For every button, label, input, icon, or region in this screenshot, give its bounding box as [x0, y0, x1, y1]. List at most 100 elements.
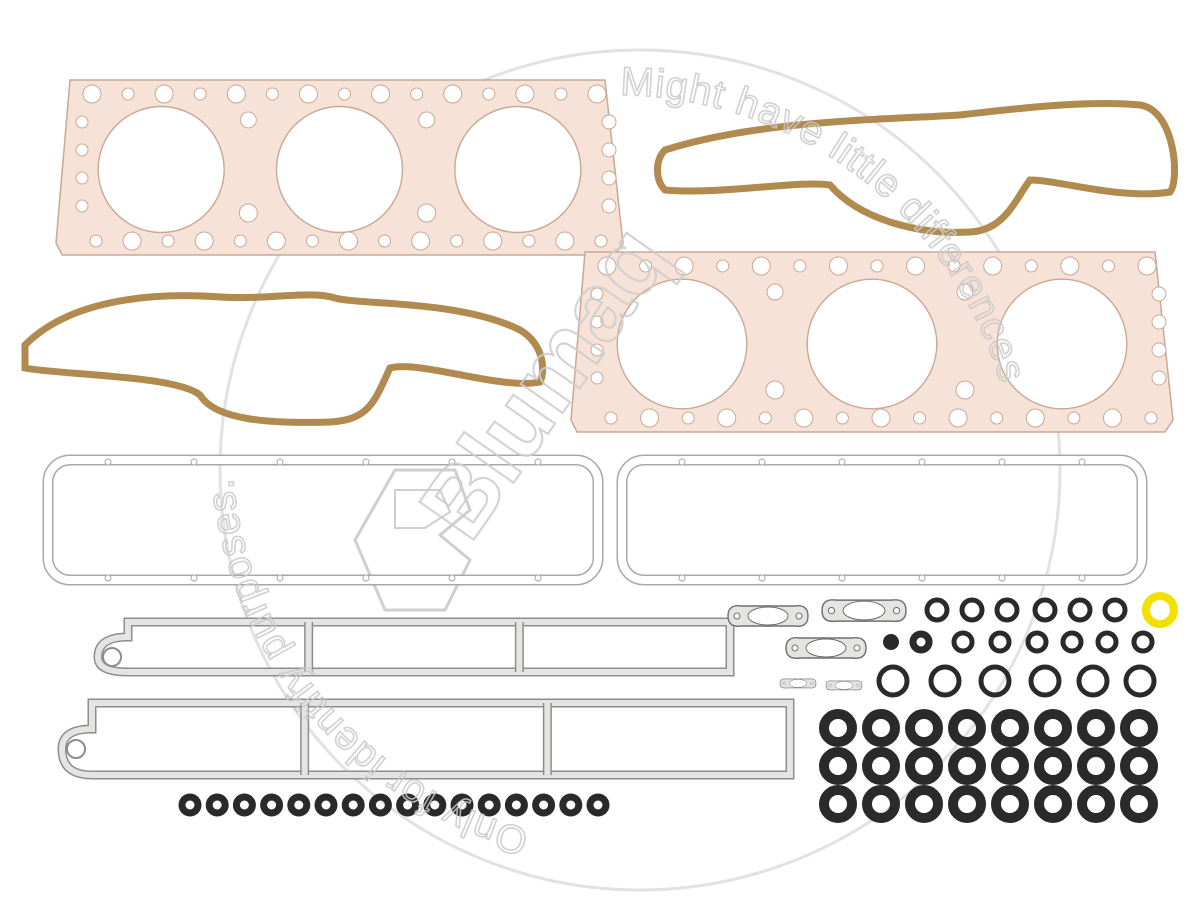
gasket-hole	[122, 231, 142, 251]
gasket-hole	[554, 87, 568, 101]
manifold-frame	[93, 617, 735, 677]
gasket-hole	[75, 143, 89, 157]
gasket-hole	[587, 84, 607, 104]
gasket-hole	[238, 203, 258, 223]
cylinder-bore	[616, 278, 748, 410]
bolt-hole	[1078, 458, 1086, 466]
gasket-hole	[716, 259, 730, 273]
small-grommet	[477, 793, 501, 817]
gasket-hole	[601, 142, 617, 158]
o-ring	[928, 664, 962, 698]
bolt-hole	[918, 458, 926, 466]
gasket-hole	[947, 259, 961, 273]
grommet	[905, 709, 943, 747]
gasket-hole	[417, 203, 437, 223]
bolt-hole	[678, 574, 686, 582]
bolt-hole	[838, 574, 846, 582]
gasket-hole	[674, 256, 694, 276]
gasket-hole	[75, 115, 89, 129]
gasket-hole	[482, 87, 496, 101]
flange-bore	[788, 679, 808, 688]
gasket-hole	[82, 84, 102, 104]
grommet	[862, 747, 900, 785]
o-ring	[951, 630, 975, 654]
o-ring	[1131, 630, 1155, 654]
rocker-cover-gasket-right	[616, 454, 1148, 586]
cylinder-head-gasket-right	[570, 251, 1174, 433]
o-ring	[1123, 664, 1157, 698]
gasket-hole	[193, 87, 207, 101]
cork-gasket-left	[21, 291, 547, 426]
gasket-hole	[555, 231, 575, 251]
bolt-hole	[362, 574, 370, 582]
gasket-hole	[948, 408, 968, 428]
gasket-hole	[75, 171, 89, 185]
manifold-frame	[57, 698, 795, 780]
watermark-logo-icon	[353, 468, 472, 612]
bolt-hole	[1078, 574, 1086, 582]
bolt-hole	[998, 458, 1006, 466]
small-grommet	[205, 793, 229, 817]
gasket-hole	[983, 256, 1003, 276]
flange-hole	[791, 644, 799, 652]
copper-seal-ring	[1142, 592, 1178, 628]
bolt-hole	[448, 574, 456, 582]
grommet	[862, 709, 900, 747]
flange-gasket-small-2	[825, 680, 863, 691]
gasket-hole	[298, 84, 318, 104]
bolt-hole	[190, 574, 198, 582]
gasket-hole	[590, 315, 604, 329]
small-grommet	[423, 793, 447, 817]
gasket-hole	[1101, 259, 1115, 273]
small-grommet	[287, 793, 311, 817]
flange-bore	[747, 606, 789, 626]
gasket-hole	[758, 411, 772, 425]
gasket-hole	[1102, 408, 1122, 428]
flange-bore	[805, 638, 847, 658]
grommet	[819, 747, 857, 785]
grommet	[862, 785, 900, 823]
gasket-hole	[226, 84, 246, 104]
gasket-hole	[483, 231, 503, 251]
grommet	[819, 709, 857, 747]
flange-hole	[810, 681, 814, 685]
small-grommet	[341, 793, 365, 817]
gasket-hole	[835, 411, 849, 425]
gasket-hole	[411, 231, 431, 251]
gasket-hole	[339, 231, 358, 251]
watermark	[218, 48, 1062, 892]
gasket-hole	[590, 287, 604, 301]
bolt-hole	[758, 458, 766, 466]
grommet	[948, 785, 986, 823]
gasket-hole	[1025, 408, 1045, 428]
gasket-hole	[338, 87, 351, 101]
cylinder-bore	[996, 278, 1128, 410]
gasket-hole	[194, 231, 214, 251]
small-grommet	[532, 793, 556, 817]
gasket-hole	[1151, 314, 1167, 330]
bolt-hole	[362, 458, 370, 466]
gasket-hole	[601, 114, 617, 130]
flange-gasket-3	[785, 637, 867, 659]
gasket-hole	[601, 198, 617, 214]
gasket-hole	[1024, 259, 1038, 273]
o-ring	[1028, 664, 1062, 698]
gasket-hole	[956, 283, 974, 301]
small-grommet	[314, 793, 338, 817]
gasket-hole	[828, 256, 848, 276]
o-ring	[1076, 664, 1110, 698]
bolt-hole	[276, 458, 284, 466]
grommet	[1120, 709, 1158, 747]
flange-gasket-1	[727, 605, 809, 627]
grommet	[991, 747, 1029, 785]
bolt-hole	[190, 458, 198, 466]
small-grommet	[504, 793, 528, 817]
bolt-hole	[534, 458, 542, 466]
small-grommet	[260, 793, 284, 817]
plug-seal	[883, 634, 899, 650]
grommet	[1034, 785, 1072, 823]
manifold-face	[94, 619, 733, 675]
gasket-hole	[522, 234, 536, 248]
o-ring	[924, 597, 950, 623]
